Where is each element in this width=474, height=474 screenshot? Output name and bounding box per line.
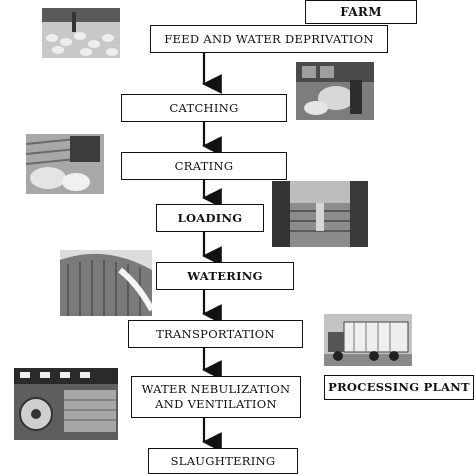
lairage-photo — [14, 368, 118, 440]
crating-photo — [26, 134, 104, 194]
catching-photo — [296, 62, 374, 120]
step-loading: LOADING — [156, 204, 264, 232]
step-watering: WATERING — [156, 262, 294, 290]
farm-box: FARM — [305, 0, 417, 24]
watering-photo — [60, 250, 152, 316]
loading-photo — [272, 181, 368, 247]
truck-photo — [324, 314, 412, 366]
step-catching: CATCHING — [121, 94, 287, 122]
processing-plant-box: PROCESSING PLANT — [324, 375, 474, 400]
step-slaughtering: SLAUGHTERING — [148, 448, 298, 474]
step-crating: CRATING — [121, 152, 287, 180]
step-water-nebulization-ventilation: WATER NEBULIZATION AND VENTILATION — [131, 376, 301, 418]
step-transportation: TRANSPORTATION — [128, 320, 303, 348]
poultry-house-photo — [42, 8, 120, 58]
step-feed-water-deprivation: FEED AND WATER DEPRIVATION — [150, 25, 388, 53]
